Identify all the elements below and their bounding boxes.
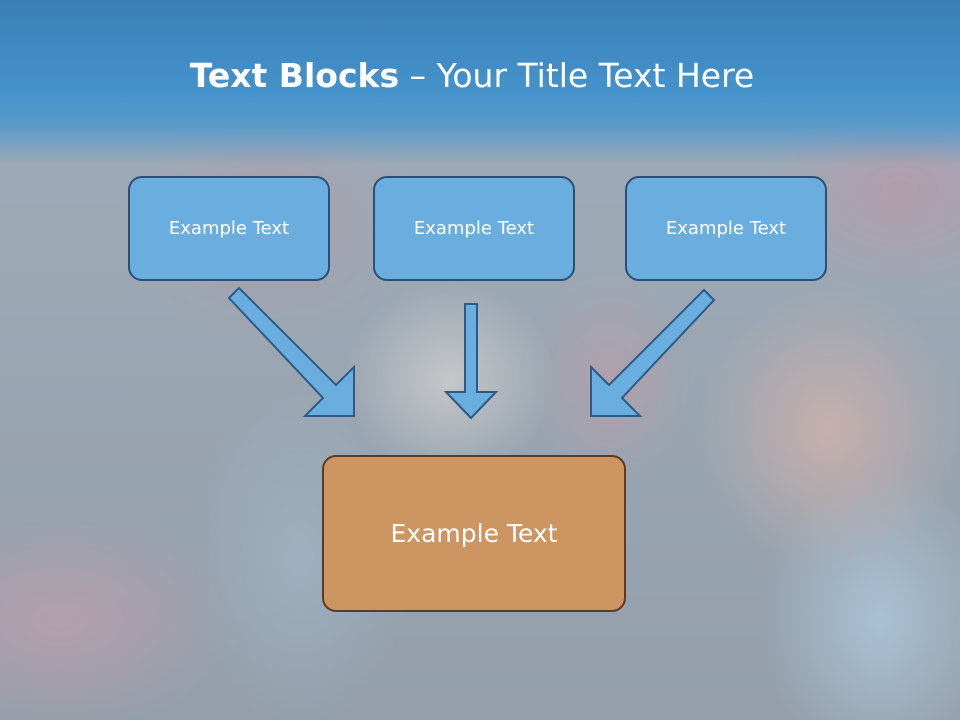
title-bold-part: Text Blocks (189, 56, 400, 95)
title-rest: Your Title Text Here (436, 56, 755, 95)
slide-title: Text Blocks – Your Title Text Here (0, 55, 944, 97)
title-bar (0, 0, 960, 165)
text-block-left[interactable]: Example Text (128, 176, 330, 281)
arrow-down-left-icon (590, 288, 716, 417)
text-block-right[interactable]: Example Text (625, 176, 827, 281)
text-block-center[interactable]: Example Text (373, 176, 575, 281)
title-dash: – (399, 56, 437, 95)
arrow-down-right-icon (227, 286, 355, 417)
text-block-bottom[interactable]: Example Text (322, 455, 626, 612)
arrow-down-icon (443, 303, 499, 420)
